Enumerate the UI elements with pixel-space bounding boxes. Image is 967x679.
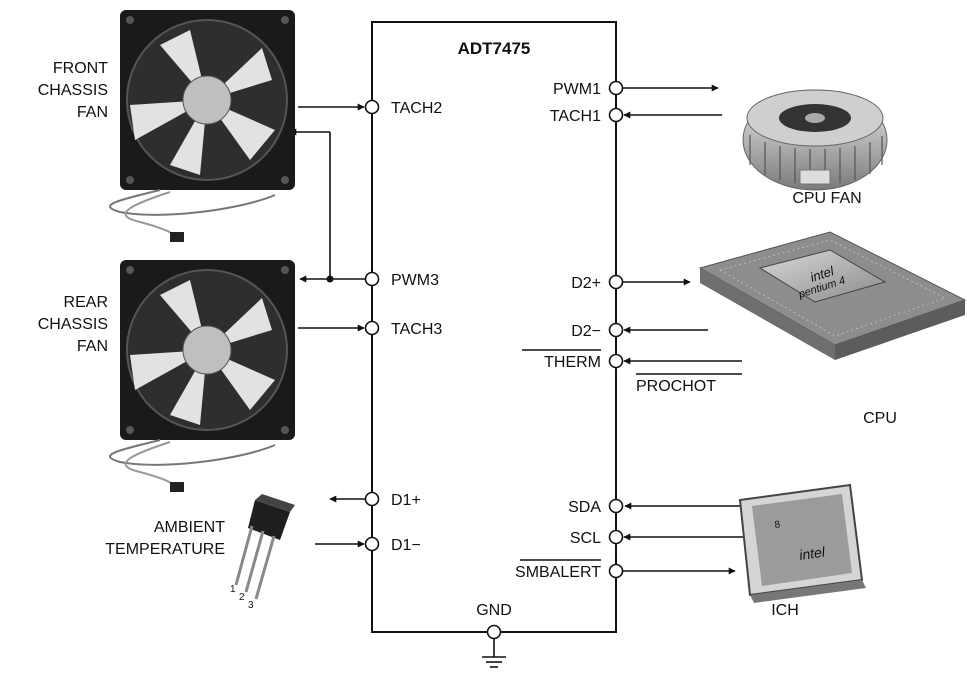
svg-text:SDA: SDA [568,499,601,516]
svg-text:3: 3 [248,600,254,611]
svg-text:TACH2: TACH2 [391,100,442,117]
front-fan-label-line1: FRONT [53,60,108,77]
temperature-sensor-image: 1 2 3 [230,494,295,611]
pin-scl: SCL [570,530,623,547]
rear-chassis-fan-image [110,260,295,492]
front-fan-label-line3: FAN [77,104,108,121]
svg-text:D1+: D1+ [391,492,421,509]
svg-text:TACH1: TACH1 [550,108,601,125]
svg-text:GND: GND [476,602,512,619]
cpu-label: CPU [863,410,897,427]
pin-d2-plus: D2+ [571,275,622,292]
rear-fan-label-line1: REAR [64,294,108,311]
pin-pwm3: PWM3 [366,272,440,289]
svg-text:TACH3: TACH3 [391,321,442,338]
front-chassis-fan-image [110,10,295,242]
pin-therm: THERM [522,350,623,371]
pin-smbalert: SMBALERT [515,560,622,581]
pin-sda: SDA [568,499,622,516]
pin-tach1: TACH1 [550,108,623,125]
svg-text:PWM3: PWM3 [391,272,439,289]
prochot-label: PROCHOT [636,378,716,395]
cpu-image: intel pentium 4 [700,232,965,360]
chip-name: ADT7475 [458,39,531,58]
svg-text:D2−: D2− [571,323,601,340]
pin-gnd: GND [476,602,512,639]
pin-tach2: TACH2 [366,100,443,117]
rear-fan-label-line3: FAN [77,338,108,355]
svg-text:PWM1: PWM1 [553,81,601,98]
pin-tach3: TACH3 [366,321,443,338]
ambient-label-line1: AMBIENT [154,519,225,536]
wire-pwm3 [290,132,365,283]
svg-text:SMBALERT: SMBALERT [515,564,601,581]
svg-text:1: 1 [230,584,236,595]
pin-d1-plus: D1+ [366,492,421,509]
cpu-fan-image [743,90,887,190]
svg-text:2: 2 [239,592,245,603]
front-fan-label-line2: CHASSIS [38,82,108,99]
pin-d2-minus: D2− [571,323,622,340]
ground-icon [482,639,506,667]
pin-pwm1: PWM1 [553,81,623,98]
cpu-fan-label: CPU FAN [792,190,861,207]
pin-d1-minus: D1− [366,537,421,554]
ich-chip-image: 8 intel [740,485,866,603]
svg-text:D1−: D1− [391,537,421,554]
svg-text:THERM: THERM [544,354,601,371]
svg-text:D2+: D2+ [571,275,601,292]
svg-text:SCL: SCL [570,530,601,547]
ich-label: ICH [771,602,799,619]
rear-fan-label-line2: CHASSIS [38,316,108,333]
ambient-label-line2: TEMPERATURE [105,541,225,558]
